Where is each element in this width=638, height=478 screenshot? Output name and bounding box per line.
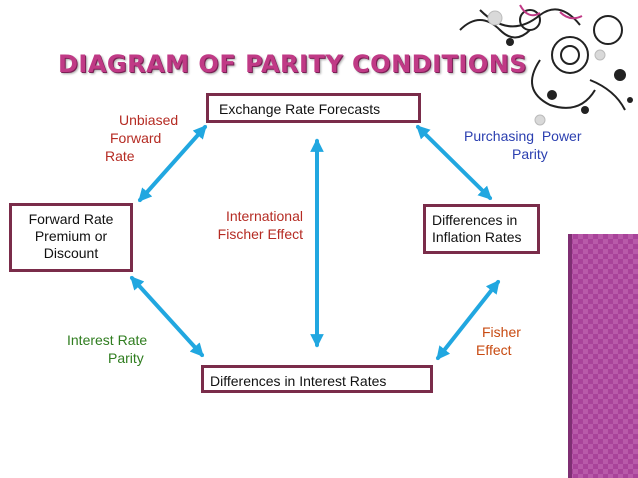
arrow-fisher-effect (436, 279, 500, 361)
label-ife-line1: International (225, 208, 303, 224)
label-ppp-line1: Purchasing Power (464, 128, 582, 144)
box-exchange-rate-forecasts: Exchange Rate Forecasts (206, 93, 421, 123)
box-interest-differences-text: Differences in Interest Rates (210, 373, 387, 389)
label-interest-rate-parity: Interest Rate Parity (67, 331, 177, 367)
label-fisher-effect: Fisher Effect (476, 323, 536, 359)
arrow-unbiased-forward-rate (138, 124, 207, 203)
box-inflation-line2: Inflation Rates (432, 229, 522, 245)
label-international-fisher-effect: International Fischer Effect (198, 207, 303, 243)
box-inflation-differences: Differences in Inflation Rates (423, 204, 540, 254)
box-forward-rate-line2: Premium or (34, 228, 108, 244)
label-unbiased-line2: Forward (110, 130, 162, 146)
label-ppp-line2: Parity (512, 146, 548, 162)
box-forward-rate-line1: Forward Rate (28, 211, 114, 227)
label-irp-line1: Interest Rate (67, 332, 148, 348)
box-interest-differences: Differences in Interest Rates (201, 365, 433, 393)
label-unbiased-line1: Unbiased (119, 112, 179, 128)
purple-sidebar-decoration (568, 234, 638, 478)
label-unbiased-forward-rate: Unbiased Forward Rate (105, 111, 205, 165)
arrow-interest-rate-parity (130, 275, 204, 358)
label-ife-line2: Fischer Effect (217, 226, 303, 242)
slide-title: DIAGRAM OF PARITY CONDITIONS (58, 50, 528, 78)
floral-swirl-decoration (459, 4, 633, 126)
label-fisher-line1: Fisher (482, 324, 521, 340)
box-forward-rate-line3: Discount (43, 245, 99, 261)
box-inflation-line1: Differences in (432, 212, 518, 228)
label-fisher-line2: Effect (476, 342, 512, 358)
arrow-purchasing-power-parity (416, 125, 492, 200)
box-forward-rate-premium: Forward Rate Premium or Discount (9, 203, 133, 272)
label-unbiased-line3: Rate (105, 148, 135, 164)
label-irp-line2: Parity (108, 350, 144, 366)
box-exchange-rate-forecasts-text: Exchange Rate Forecasts (219, 101, 381, 117)
label-purchasing-power-parity: Purchasing Power Parity (464, 127, 604, 163)
